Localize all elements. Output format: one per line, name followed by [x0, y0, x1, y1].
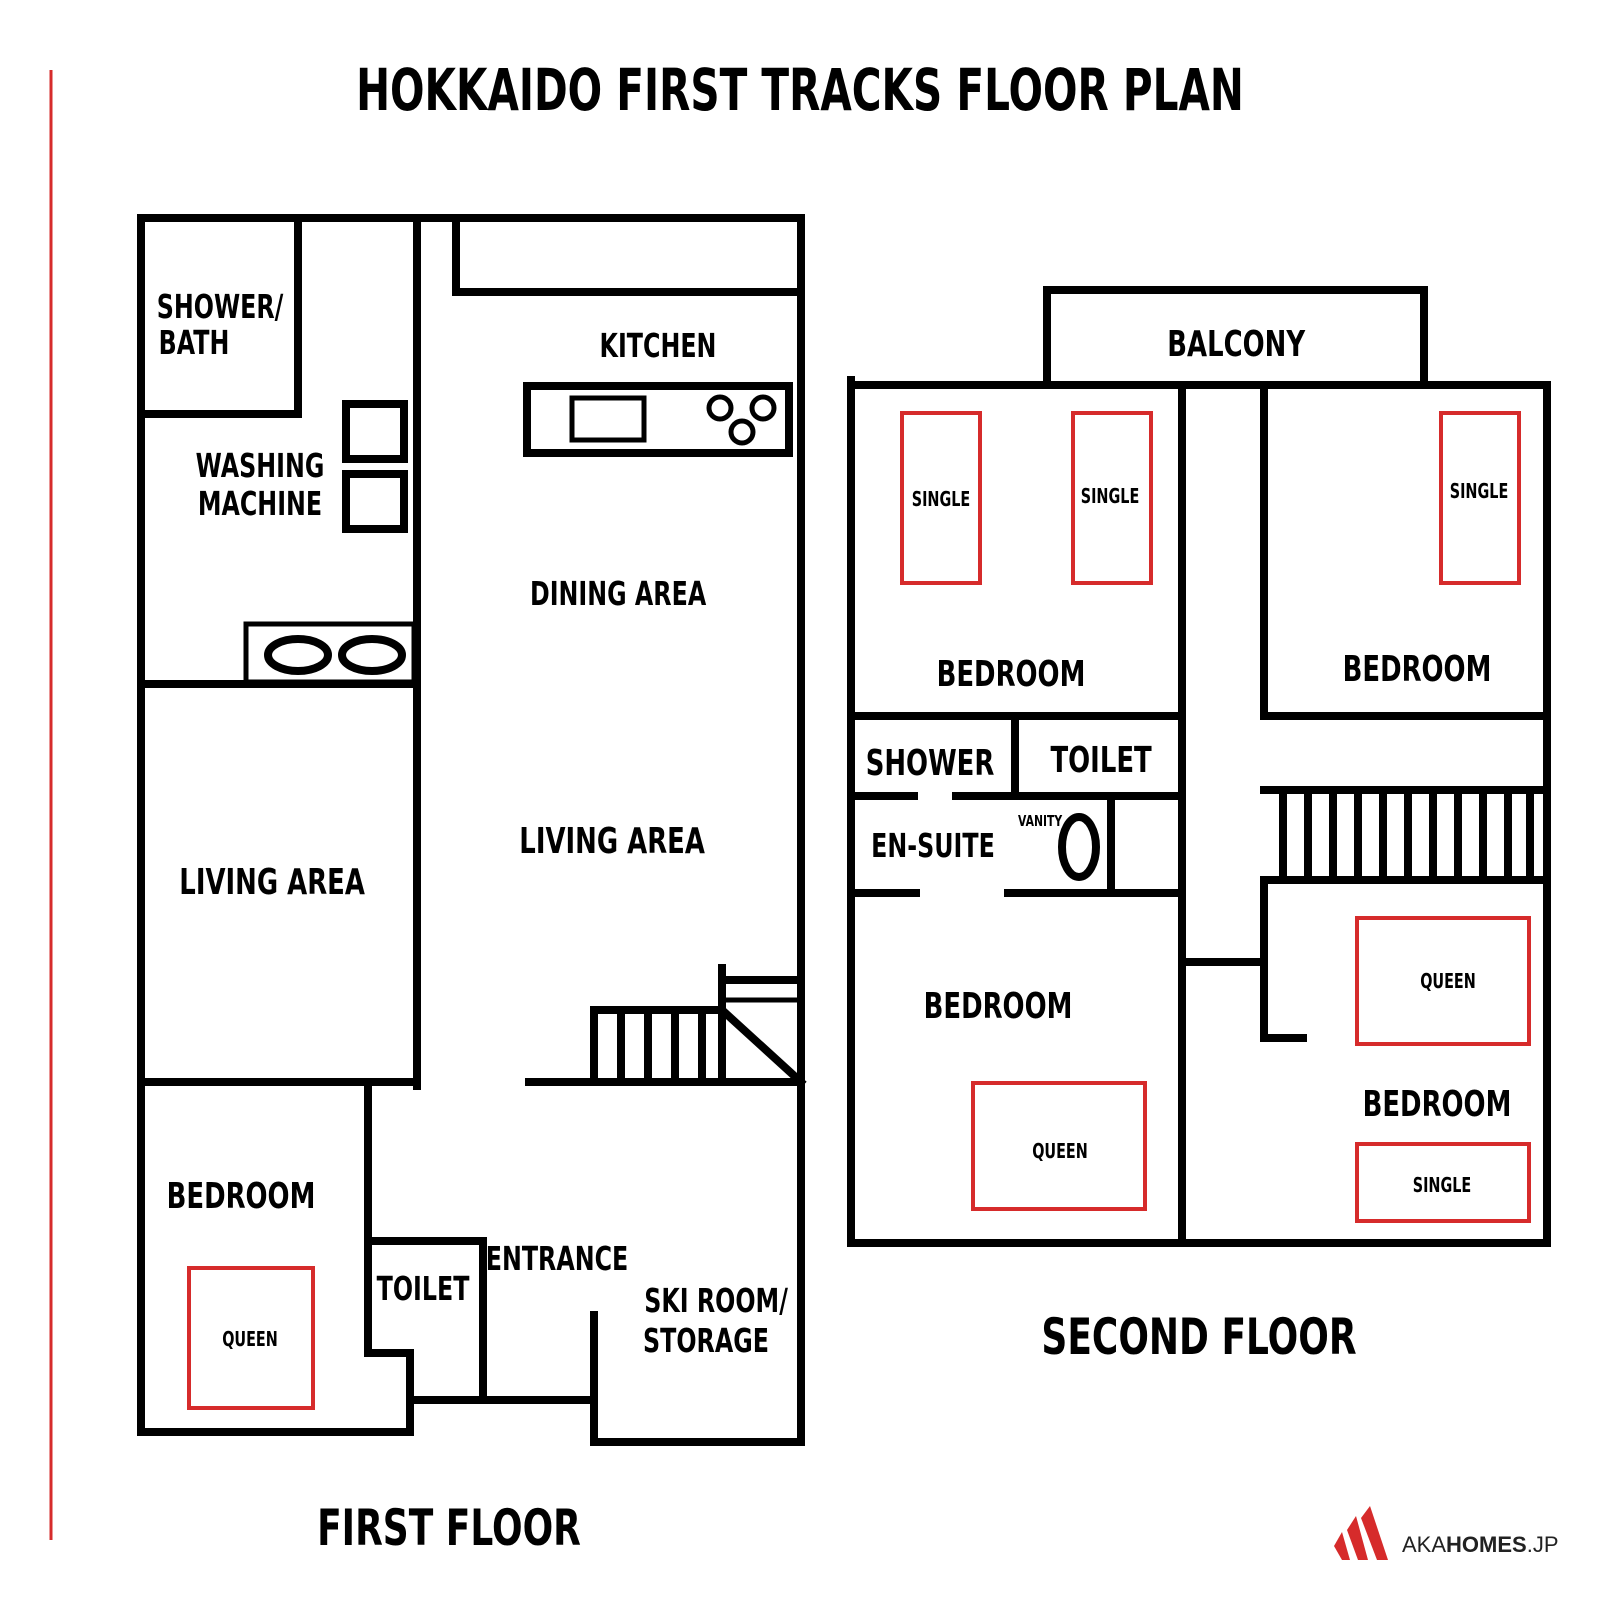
shower-bath-label-2: BATH: [159, 323, 230, 362]
en-suite-label: EN-SUITE: [871, 826, 995, 865]
second-floor-outer-wall: [847, 376, 1551, 1247]
stove-burner-1: [706, 394, 734, 422]
washing-machine-label: WASHING: [196, 446, 325, 485]
shower-bath-label: SHOWER/: [157, 287, 284, 326]
page-title: HOKKAIDO FIRST TRACKS FLOOR PLAN: [356, 57, 1244, 124]
ne-bedroom-label: BEDROOM: [1343, 649, 1492, 690]
first-floor-label: FIRST FLOOR: [317, 1500, 581, 1557]
se-bedroom-label: BEDROOM: [1363, 1084, 1512, 1125]
shower-label: SHOWER: [866, 743, 995, 784]
living-area-center-label: LIVING AREA: [519, 821, 705, 862]
stove-burner-2: [749, 394, 777, 422]
stove-burner-3: [728, 418, 756, 446]
sink-basin-1: [264, 635, 332, 675]
akahomes-logo: AKAHOMES.JP: [1334, 1506, 1559, 1560]
first-floor: SHOWER/ BATH WASHING MACHINE KITCHEN DIN…: [137, 214, 807, 1558]
vanity-basin: [1058, 813, 1100, 881]
second-floor-toilet-label: TOILET: [1050, 740, 1152, 781]
kitchen-label: KITCHEN: [600, 326, 717, 365]
kitchen-counter: [523, 382, 793, 457]
kitchen-cabinet-block: [452, 214, 805, 296]
vanity-label: VANITY: [1018, 813, 1063, 830]
shower-bath-wall: [137, 214, 302, 418]
se-bedroom-wall: [1260, 876, 1307, 1042]
se-queen-bed-label: QUEEN: [1420, 971, 1476, 994]
second-floor: SINGLE SINGLE SINGLE QUEEN QUEEN SINGLE …: [847, 286, 1551, 1367]
sw-queen-bed-label: QUEEN: [1032, 1141, 1088, 1164]
ne-single-bed-label: SINGLE: [1450, 481, 1509, 504]
sink-basin-2: [338, 635, 406, 675]
logo-mark-icon: [1334, 1532, 1350, 1560]
nw-bedroom-label: BEDROOM: [937, 654, 1086, 695]
washing-machine-unit-1: [342, 400, 408, 463]
balcony-label: BALCONY: [1167, 324, 1306, 365]
sink-counter: [243, 621, 417, 685]
ski-room-label: SKI ROOM/: [644, 1281, 788, 1320]
first-floor-queen-bed-label: QUEEN: [222, 1329, 278, 1352]
first-floor-stairs: [525, 964, 807, 1088]
kitchen-sink: [569, 395, 647, 443]
first-floor-bedroom-label: BEDROOM: [167, 1176, 316, 1217]
ski-room-label-2: STORAGE: [643, 1321, 769, 1360]
se-single-bed: [1355, 1142, 1531, 1223]
first-floor-toilet-wall: [364, 1237, 487, 1404]
second-floor-stairs: [1279, 791, 1534, 880]
ne-single-bed: [1439, 411, 1521, 585]
washing-machine-label-2: MACHINE: [198, 484, 322, 523]
dining-area-label: DINING AREA: [530, 574, 707, 613]
living-area-left-label: LIVING AREA: [179, 862, 365, 903]
first-floor-queen-bed: [187, 1266, 315, 1410]
nw-single-bed-1-label: SINGLE: [912, 489, 971, 512]
sw-bedroom-label: BEDROOM: [924, 986, 1073, 1027]
second-floor-label: SECOND FLOOR: [1041, 1309, 1356, 1366]
nw-single-bed-2: [1071, 411, 1153, 585]
washing-machine-unit-2: [342, 470, 408, 533]
balcony-wall: [1043, 286, 1428, 389]
se-queen-bed: [1355, 916, 1531, 1046]
nw-single-bed-2-label: SINGLE: [1081, 486, 1140, 509]
se-single-bed-label: SINGLE: [1413, 1175, 1472, 1198]
logo-text: AKAHOMES.JP: [1402, 1532, 1559, 1557]
entrance-label: ENTRANCE: [486, 1239, 629, 1278]
nw-single-bed-1: [900, 411, 982, 585]
first-floor-toilet-label: TOILET: [377, 1269, 470, 1308]
sw-queen-bed: [971, 1081, 1147, 1211]
